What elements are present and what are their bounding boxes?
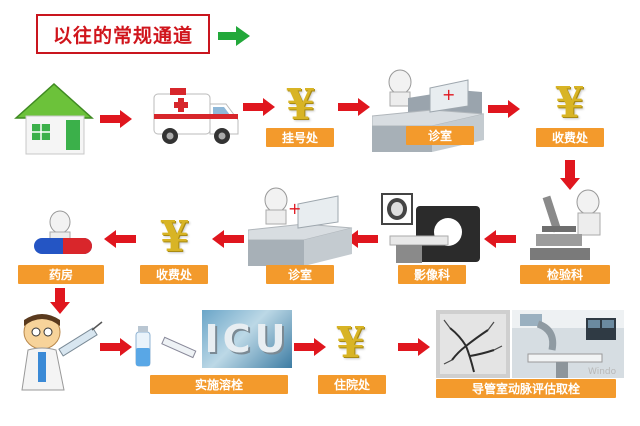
green-arrow-icon: [218, 26, 250, 46]
arrow-right-icon: [398, 338, 430, 356]
label-payment-2: 收费处: [140, 265, 208, 284]
arrow-down-icon: [560, 160, 580, 190]
label-admission: 住院处: [318, 375, 386, 394]
yen-icon: ¥: [555, 78, 585, 127]
arrow-left-icon: [346, 230, 378, 248]
ambulance-icon: [153, 88, 239, 144]
label-catheter: 导管室动脉评估取栓: [436, 379, 616, 398]
angiography-image: [436, 310, 510, 378]
arrow-left-icon: [104, 230, 136, 248]
arrow-right-icon: [243, 98, 275, 116]
arrow-left-icon: [484, 230, 516, 248]
arrow-left-icon: [212, 230, 244, 248]
arrow-right-icon: [338, 98, 370, 116]
arrow-right-icon: [100, 338, 132, 356]
label-payment-1: 收费处: [536, 128, 604, 147]
vial-syringe-icon: [135, 326, 197, 367]
arrow-right-icon: [100, 110, 132, 128]
svg-text:+: +: [442, 85, 455, 104]
label-clinic-1: 诊室: [406, 126, 474, 145]
watermark-text: Windo: [588, 367, 617, 377]
label-thrombolysis: 实施溶栓: [150, 375, 288, 394]
label-lab: 检验科: [520, 265, 610, 284]
arrow-down-icon: [50, 288, 70, 314]
yen-icon: ¥: [160, 212, 190, 261]
yen-icon: ¥: [336, 318, 366, 367]
microscope-icon: [530, 189, 601, 260]
page-title: 以往的常规通道: [36, 14, 210, 54]
house-icon: [14, 82, 94, 155]
doctor-desk-icon: +: [248, 187, 353, 266]
label-pharmacy: 药房: [18, 265, 104, 284]
label-registration: 挂号处: [266, 128, 334, 147]
icu-image: ICU: [202, 310, 292, 368]
label-imaging: 影像科: [398, 265, 466, 284]
yen-icon: ¥: [286, 80, 316, 129]
doctor-syringe-icon: [21, 314, 103, 391]
ct-scanner-icon: [381, 193, 480, 263]
cath-lab-image: [512, 310, 624, 378]
arrow-right-icon: [294, 338, 326, 356]
pill-icon: [34, 210, 92, 254]
svg-text:+: +: [288, 199, 301, 218]
label-clinic-2: 诊室: [266, 265, 334, 284]
arrow-right-icon: [488, 100, 520, 118]
